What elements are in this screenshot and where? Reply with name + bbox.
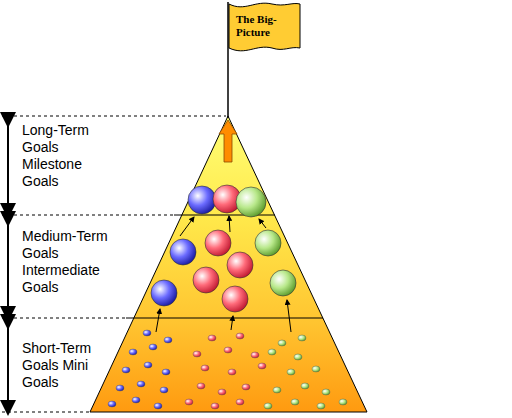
mini-goal-dot	[312, 366, 320, 372]
mini-goal-dot	[162, 369, 170, 375]
level-label: Medium-Term Goals Intermediate Goals	[22, 228, 114, 296]
mini-goal-dot	[218, 389, 226, 395]
mini-goal-dot	[208, 335, 216, 341]
mini-goal-dot	[137, 381, 145, 387]
mini-goal-dot	[154, 403, 162, 409]
mini-goal-dot	[122, 367, 130, 373]
mini-goal-dot	[268, 349, 276, 355]
mini-goal-dot	[129, 349, 137, 355]
mini-goal-dot	[144, 362, 152, 368]
mini-goal-dot	[160, 387, 168, 393]
mini-goal-dot	[164, 337, 172, 343]
mini-goal-dot	[228, 369, 236, 375]
level-label: Short-Term Goals Mini Goals	[22, 340, 114, 391]
mini-goal-dot	[258, 363, 266, 369]
mini-goal-dot	[242, 384, 250, 390]
flag-title: The Big-Picture	[236, 13, 286, 39]
mini-goal-dot	[108, 401, 116, 407]
mini-goal-dot	[149, 344, 157, 350]
mini-goal-dot	[236, 333, 244, 339]
mini-goal-dot	[211, 403, 219, 409]
mini-goal-dot	[317, 403, 325, 409]
mini-goal-dot	[132, 397, 140, 403]
mini-goal-dot	[278, 340, 286, 346]
mini-goal-dot	[143, 330, 151, 336]
mini-goal-dot	[301, 383, 309, 389]
mini-goal-dot	[322, 389, 330, 395]
mini-goal-dot	[193, 351, 201, 357]
mini-goal-dot	[185, 399, 193, 405]
mini-goal-dot	[339, 399, 347, 405]
mini-goal-dot	[236, 399, 244, 405]
mini-goal-dot	[224, 347, 232, 353]
mini-goal-dot	[287, 369, 295, 375]
mini-goal-dot	[264, 403, 272, 409]
mini-goal-dot	[116, 385, 124, 391]
mini-goal-dot	[291, 399, 299, 405]
mini-goal-dot	[197, 383, 205, 389]
mini-goal-dot	[294, 354, 302, 360]
mini-goal-dot	[251, 352, 259, 358]
mini-goal-dot	[201, 365, 209, 371]
big-picture-flag: The Big-Picture	[236, 13, 286, 39]
mini-goal-dot	[273, 387, 281, 393]
level-label: Long-Term Goals Milestone Goals	[22, 122, 114, 190]
mini-goal-dot	[298, 335, 306, 341]
